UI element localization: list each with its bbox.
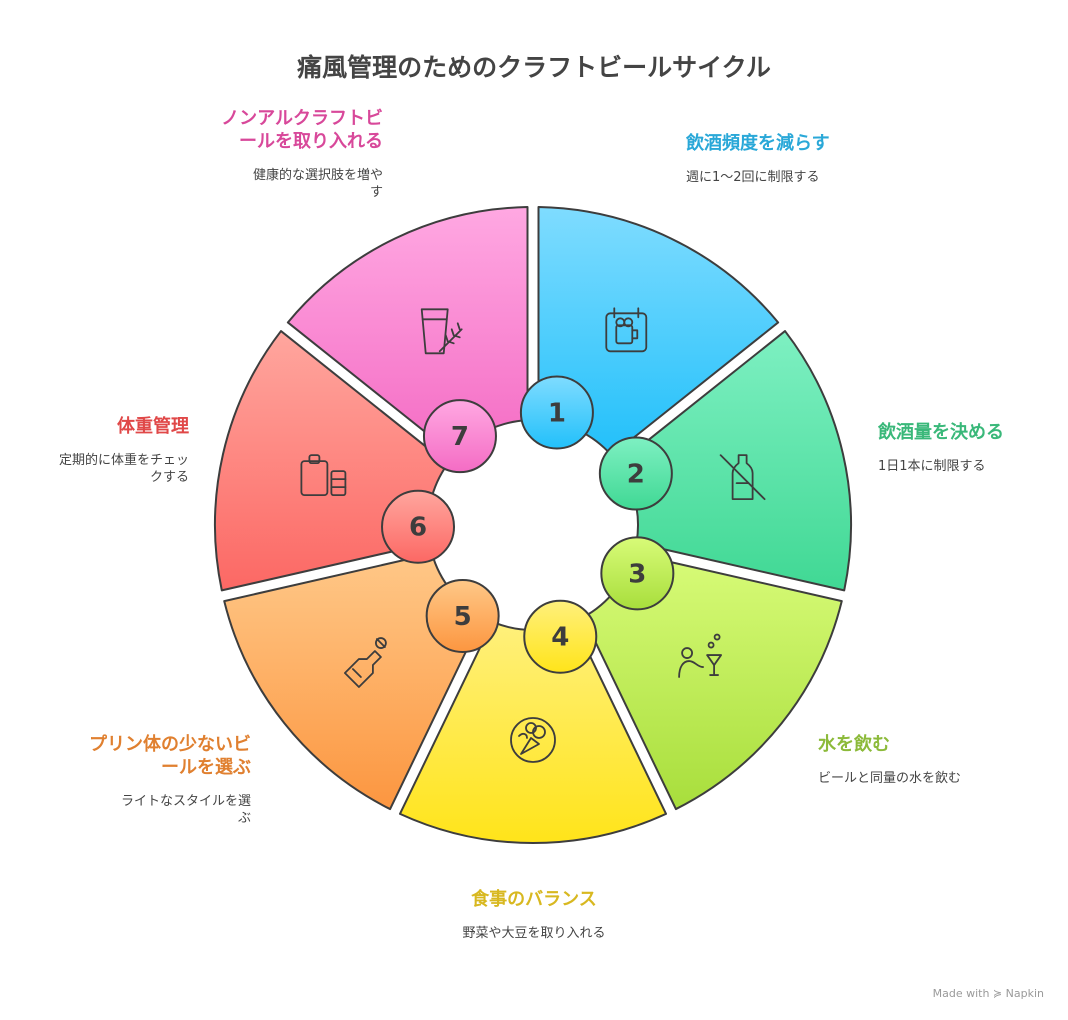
step-4-label: 食事のバランス 野菜や大豆を取り入れる (444, 888, 624, 942)
step-6-desc: 定期的に体重をチェックする (58, 453, 189, 485)
step-1-number: 1 (548, 399, 566, 429)
step-2-badge (598, 436, 673, 511)
step-6-badge (381, 489, 456, 564)
step-3-label: 水を飲む ビールと同量の水を飲む (818, 733, 993, 787)
step-2-number: 2 (627, 460, 645, 490)
step-3-desc: ビールと同量の水を飲む (818, 771, 962, 786)
watermark: Made with ≽ Napkin (932, 987, 1044, 1000)
step-2-label: 飲酒量を決める 1日1本に制限する (878, 421, 1038, 475)
step-4-badge (523, 599, 598, 674)
step-1-badge (519, 375, 594, 450)
step-4-desc: 野菜や大豆を取り入れる (462, 926, 606, 941)
no-bottle-icon (719, 454, 766, 501)
step-6-number: 6 (409, 513, 427, 543)
step-1-title: 飲酒頻度を減らす (686, 133, 830, 154)
step-5-label: プリン体の少ないビールを選ぶ ライトなスタイルを選ぶ (76, 733, 251, 827)
step-2-title: 飲酒量を決める (878, 422, 1004, 443)
vegetables-icon (510, 717, 556, 763)
step-5-number: 5 (454, 602, 472, 632)
step-7-badge (422, 399, 497, 474)
step-6-title: 体重管理 (117, 416, 189, 437)
step-7-title: ノンアルクラフトビールを取り入れる (221, 108, 383, 152)
step-7-desc: 健康的な選択肢を増やす (252, 168, 383, 200)
step-4-title: 食事のバランス (471, 889, 597, 910)
step-3-number: 3 (628, 559, 646, 589)
person-drink-icon (678, 633, 722, 678)
page-title: 痛風管理のためのクラフトビールサイクル (297, 53, 771, 82)
step-5-badge (425, 578, 500, 653)
glass-herb-icon (420, 308, 463, 355)
step-3-badge (600, 536, 675, 611)
step-5-desc: ライトなスタイルを選ぶ (120, 794, 251, 826)
step-4-number: 4 (551, 623, 569, 653)
step-7-number: 7 (451, 422, 469, 452)
bottle-pour-icon (344, 637, 387, 688)
step-3-title: 水を飲む (818, 734, 890, 755)
step-6-label: 体重管理 定期的に体重をチェックする (14, 415, 189, 486)
step-7-label: ノンアルクラフトビールを取り入れる 健康的な選択肢を増やす (208, 107, 383, 201)
step-1-label: 飲酒頻度を減らす 週に1〜2回に制限する (686, 132, 861, 186)
step-1-desc: 週に1〜2回に制限する (686, 170, 820, 185)
step-5-title: プリン体の少ないビールを選ぶ (89, 734, 251, 778)
beer-calendar-icon (605, 307, 648, 353)
clipboard-icon (300, 454, 347, 497)
step-2-desc: 1日1本に制限する (878, 459, 986, 474)
